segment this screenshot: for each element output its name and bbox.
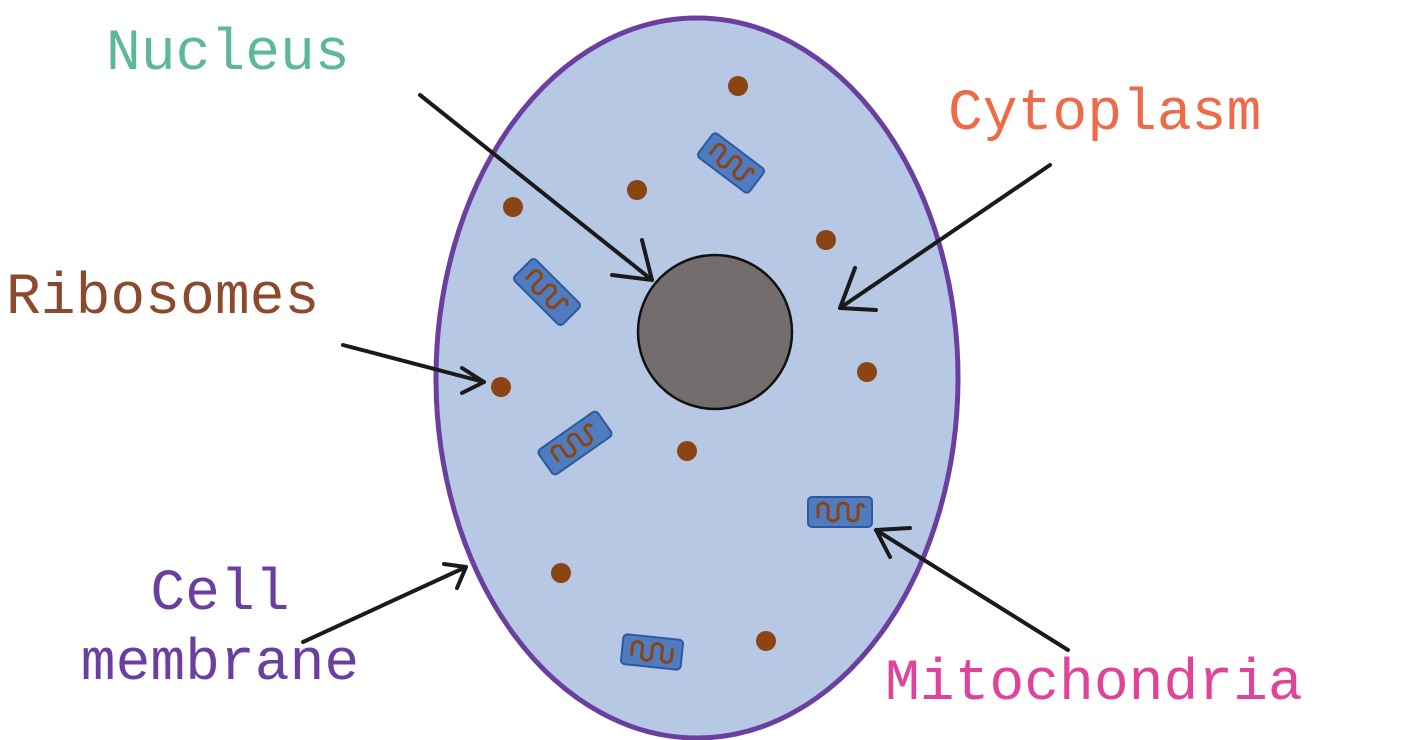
ribosomes-group — [491, 76, 877, 651]
ribosomes-arrow — [341, 343, 486, 395]
mitochondrion — [807, 496, 873, 528]
ribosome — [503, 197, 523, 217]
ribosome — [756, 631, 776, 651]
ribosome — [627, 180, 647, 200]
nucleus-label: Nucleus — [106, 22, 350, 87]
ribosome — [857, 362, 877, 382]
cytoplasm-arrow — [838, 163, 1052, 312]
ribosome — [677, 441, 697, 461]
ribosome — [728, 76, 748, 96]
ribosome — [491, 377, 511, 397]
ribosome — [551, 563, 571, 583]
mitochondrion — [537, 410, 613, 476]
cell-membrane-label-line2: membrane — [80, 631, 360, 697]
ribosome — [816, 230, 836, 250]
ribosomes-label: Ribosomes — [6, 266, 320, 331]
mitochondria-arrow — [874, 526, 1070, 652]
arrows-group — [301, 93, 1070, 652]
cell-membrane-arrow — [301, 562, 468, 644]
mitochondrion — [619, 633, 685, 671]
mitochondrion — [513, 258, 581, 326]
cytoplasm-label: Cytoplasm — [948, 82, 1262, 147]
mitochondria-label: Mitochondria — [885, 652, 1303, 717]
nucleus-arrow — [418, 93, 654, 282]
mitochondrion — [697, 132, 765, 194]
cell-membrane-label: Cell membrane — [40, 560, 400, 699]
cell-membrane-label-line1: Cell — [150, 562, 290, 627]
nucleus — [636, 253, 794, 411]
